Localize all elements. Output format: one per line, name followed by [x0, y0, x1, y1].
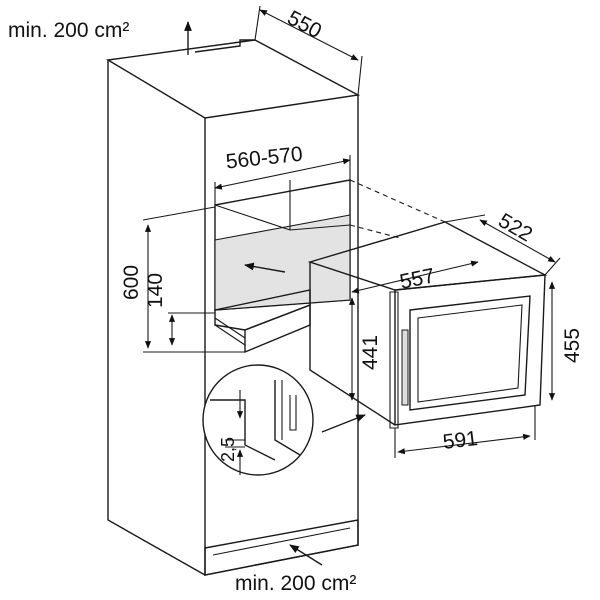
dim-inner-width: 557	[398, 264, 437, 294]
dim-gap: 2,5	[218, 437, 238, 462]
arrow-airflow-bottom	[289, 544, 323, 566]
dim-niche-width: 560-570	[225, 143, 304, 174]
projection-lines	[349, 179, 446, 239]
top-airflow-note: min. 200 cm²	[8, 19, 129, 42]
dim-front-height: 455	[561, 328, 584, 363]
dim-niche-height: 600	[120, 265, 143, 300]
niche-opening	[214, 179, 351, 311]
dim-body-height: 441	[359, 335, 382, 370]
dim-lines	[142, 5, 561, 458]
dim-front-width: 591	[442, 427, 480, 454]
bottom-airflow-note: min. 200 cm²	[235, 572, 356, 595]
dim-shelf-height: 140	[144, 273, 167, 308]
detail-circle	[202, 364, 314, 476]
dim-appliance-depth: 522	[494, 209, 536, 246]
dim-cabinet-depth: 550	[284, 6, 326, 43]
arrow-diagonal-icon	[321, 414, 366, 433]
arrow-insert-icon	[244, 262, 286, 273]
cabinet	[105, 39, 361, 576]
